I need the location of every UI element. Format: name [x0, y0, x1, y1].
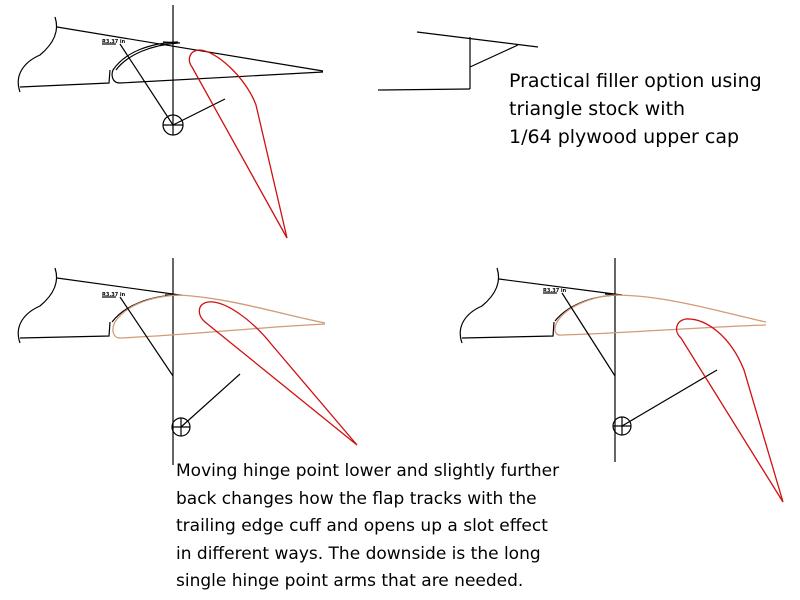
retracted-flap-outline — [111, 41, 324, 84]
note-line: Practical filler option using — [509, 70, 762, 92]
deployed-flap — [198, 301, 358, 446]
note-line: 1/64 plywood upper cap — [509, 126, 740, 148]
retracted-flap-outline — [112, 294, 326, 339]
wing-lower-surface — [461, 321, 555, 339]
radius-arm — [119, 296, 174, 377]
wing-upper-surface — [498, 278, 623, 296]
radius-dimension: R3.37 in — [102, 292, 126, 298]
wing-rib-leading-edge — [459, 267, 500, 344]
note-line: Moving hinge point lower and slightly fu… — [176, 461, 560, 481]
wing-lower-surface — [19, 321, 111, 339]
filler-option-note: Practical filler option using triangle s… — [509, 67, 762, 151]
cuff-arc — [554, 294, 619, 322]
radius-arm — [119, 43, 174, 126]
radius-dimension: R3.37 in — [102, 39, 126, 45]
panel-lower-hinge-b: R3.37 in — [459, 258, 784, 503]
cuff-cap — [162, 41, 181, 44]
panel-filler-option — [377, 31, 539, 91]
panel-lower-hinge-a: R3.37 in — [17, 258, 358, 465]
triangle-stock — [469, 44, 519, 68]
hinge-arm — [621, 369, 718, 427]
note-line: triangle stock with — [509, 98, 686, 120]
filler-lower-line — [377, 88, 471, 91]
wing-lower-surface — [19, 69, 111, 88]
wing-upper-surface — [56, 26, 324, 72]
deployed-flap — [188, 49, 288, 239]
radius-arm — [561, 292, 616, 377]
panel-original-hinge: R3.37 in — [17, 5, 324, 239]
hinge-point-note: Moving hinge point lower and slightly fu… — [176, 458, 559, 596]
hinge-arm — [180, 373, 241, 428]
note-line: in different ways. The downside is the l… — [176, 543, 541, 564]
cuff-arc — [115, 42, 179, 71]
filler-upper-cap — [416, 31, 539, 48]
deployed-flap — [675, 318, 784, 503]
hinge-arm — [172, 98, 226, 126]
wing-upper-surface — [56, 277, 181, 296]
wing-rib-leading-edge — [17, 16, 58, 93]
retracted-flap-outline — [554, 294, 767, 336]
note-line: single hinge point arms that are needed. — [176, 571, 524, 591]
radius-dimension: R3.37 in — [543, 288, 567, 294]
note-line: trailing edge cuff and opens up a slot e… — [176, 516, 548, 536]
note-line: back changes how the flap tracks with th… — [176, 488, 537, 509]
wing-rib-leading-edge — [17, 267, 58, 344]
